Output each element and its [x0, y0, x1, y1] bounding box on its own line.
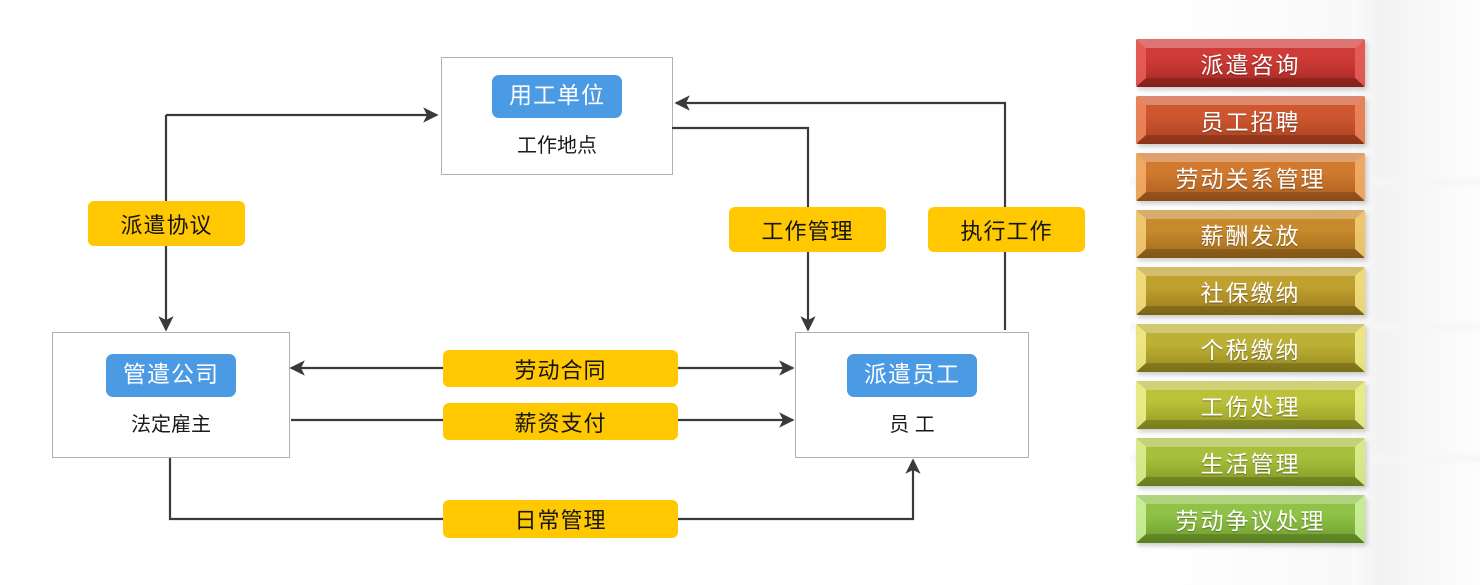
- entity-agency[interactable]: 管遣公司 法定雇主: [52, 332, 290, 458]
- wire-perform-work: [674, 95, 1007, 330]
- service-button-label: 工伤处理: [1200, 395, 1301, 420]
- entity-agency-subtitle: 法定雇主: [131, 413, 211, 436]
- label-salary-payment[interactable]: 薪资支付: [443, 403, 678, 440]
- label-work-management[interactable]: 工作管理: [729, 207, 886, 252]
- service-button-label: 员工招聘: [1200, 110, 1301, 135]
- wire-work-management: [672, 126, 816, 332]
- label-perform-work[interactable]: 执行工作: [928, 207, 1085, 252]
- entity-employer[interactable]: 用工单位 工作地点: [441, 57, 673, 175]
- service-button-label: 劳动关系管理: [1175, 167, 1326, 192]
- entity-employer-title: 用工单位: [492, 74, 622, 118]
- entity-dispatched-employee[interactable]: 派遣员工 员 工: [795, 332, 1029, 458]
- service-button-label: 个税缴纳: [1200, 338, 1301, 363]
- service-button-label: 薪酬发放: [1200, 224, 1301, 249]
- service-button-label: 劳动争议处理: [1175, 509, 1326, 534]
- label-labor-contract[interactable]: 劳动合同: [443, 350, 678, 387]
- service-button-label: 生活管理: [1200, 452, 1301, 477]
- entity-dispatched-subtitle: 员 工: [889, 413, 935, 436]
- service-button-label: 社保缴纳: [1200, 281, 1301, 306]
- label-daily-management[interactable]: 日常管理: [443, 500, 678, 538]
- label-dispatch-agreement[interactable]: 派遣协议: [88, 201, 245, 246]
- entity-agency-title: 管遣公司: [106, 353, 236, 397]
- service-button-label: 派遣咨询: [1200, 53, 1301, 78]
- entity-dispatched-title: 派遣员工: [847, 353, 977, 397]
- entity-employer-subtitle: 工作地点: [517, 134, 597, 157]
